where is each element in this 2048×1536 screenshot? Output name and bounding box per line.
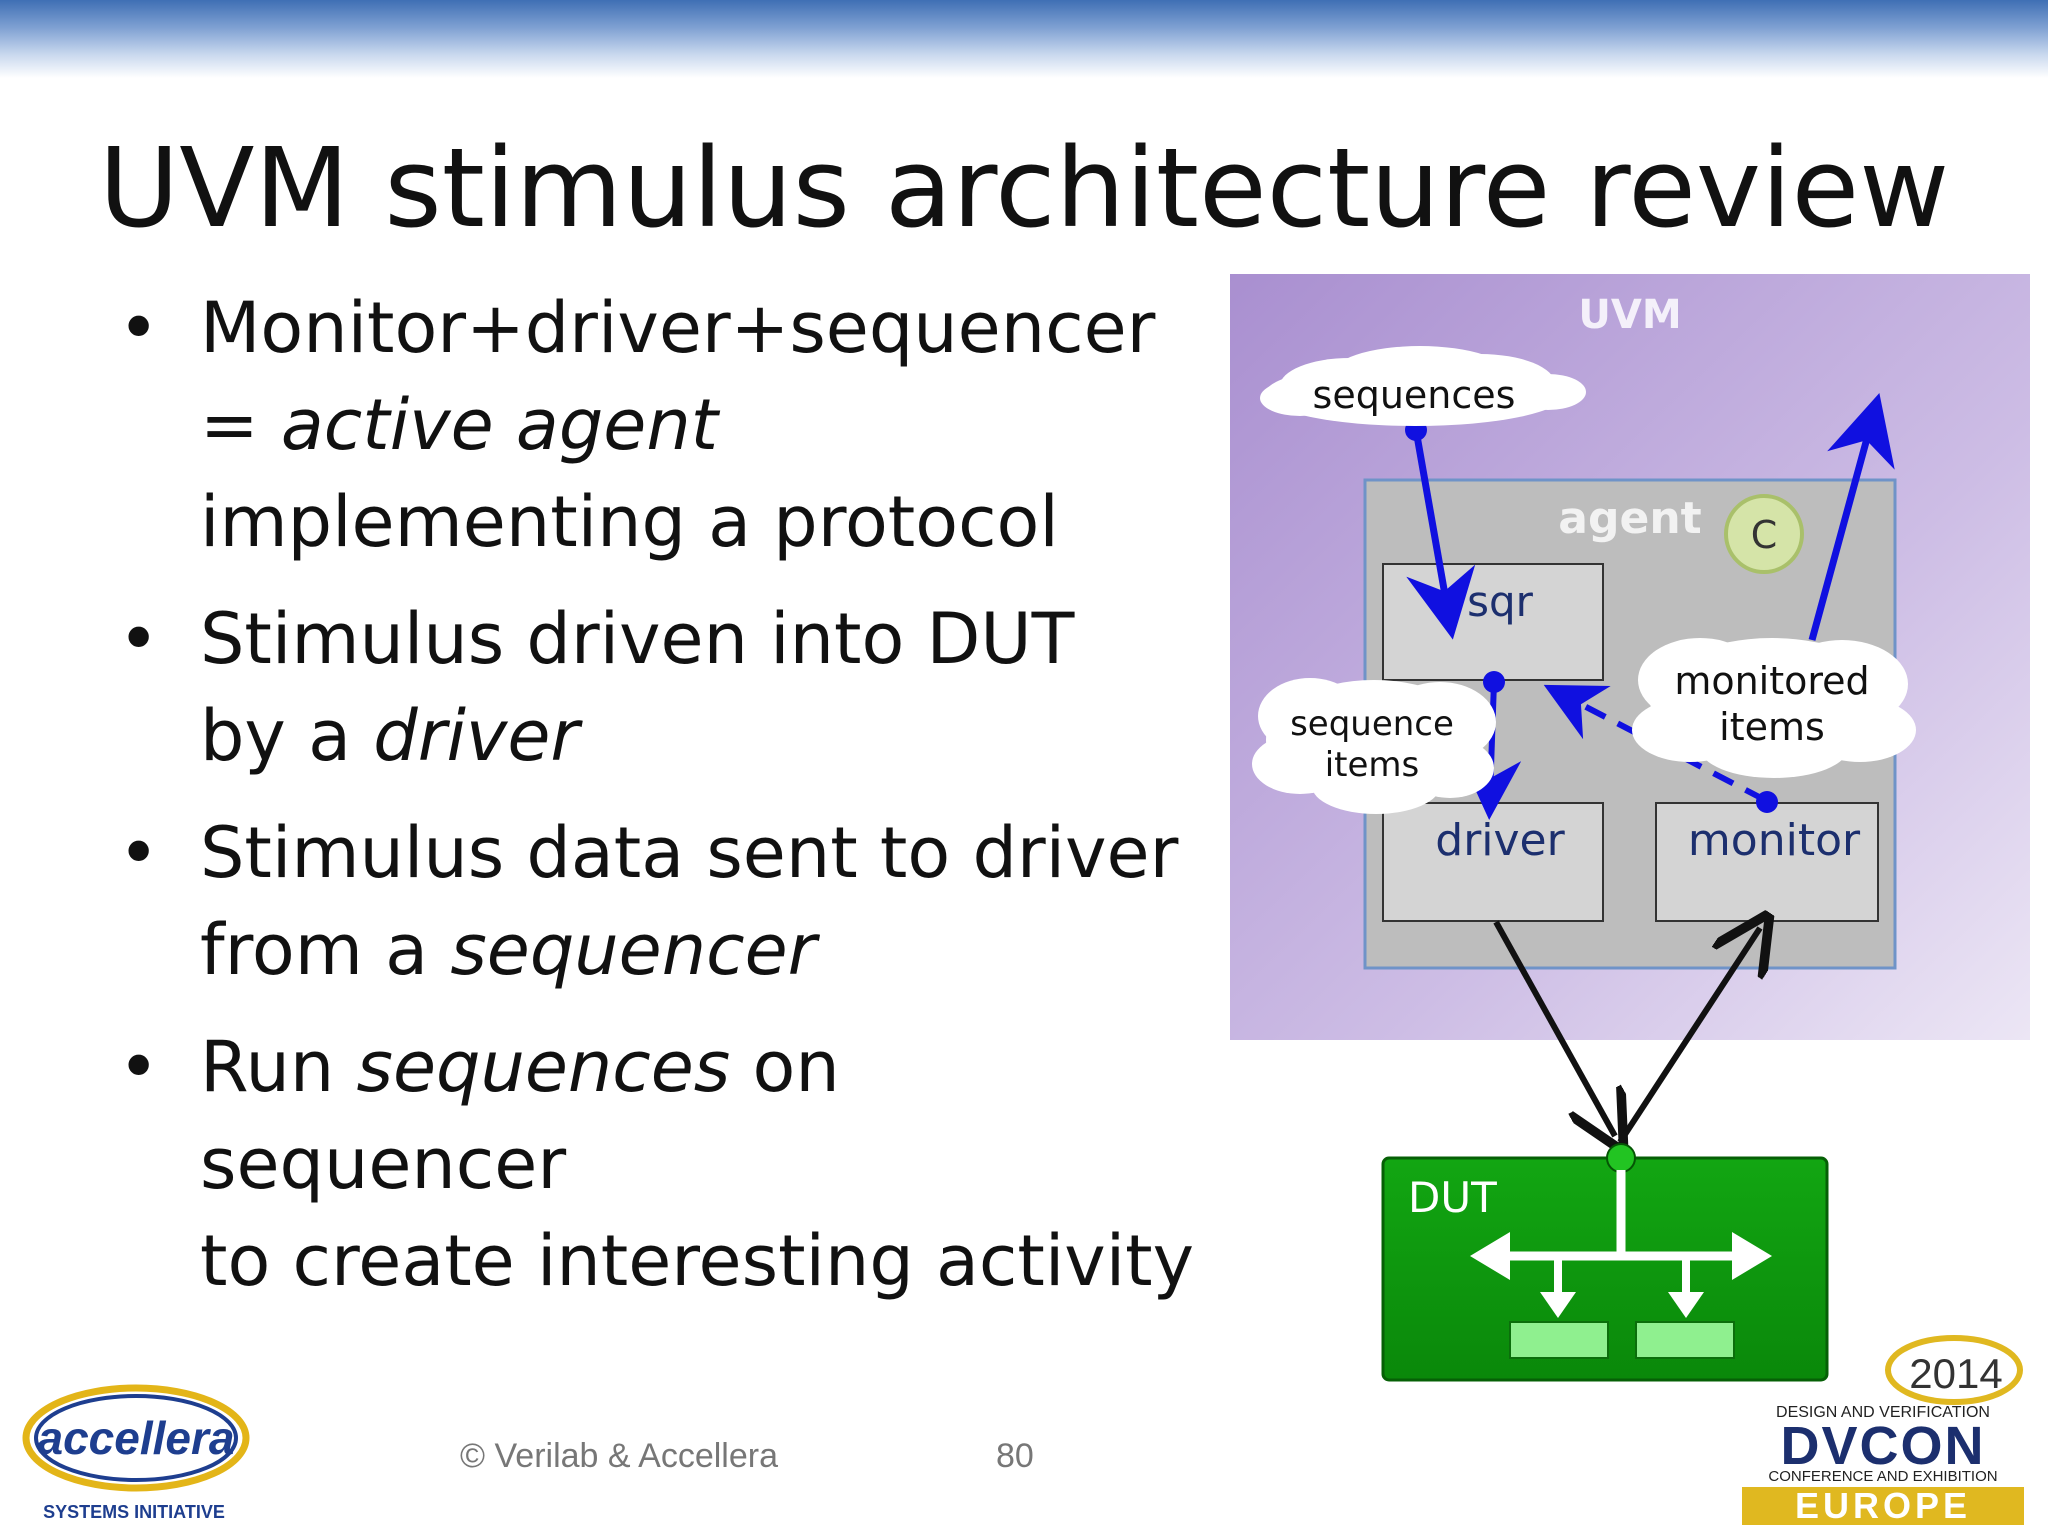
- dvcon-europe-logo: 2014 DESIGN AND VERIFICATION DVCON CONFE…: [1742, 1335, 2024, 1526]
- dut-sub-arrow-right-icon: [1668, 1292, 1704, 1318]
- page-number: 80: [996, 1437, 1034, 1475]
- monitored-items-cloud-line1: monitored: [1674, 659, 1869, 703]
- dut-to-monitor-arrow: [1617, 928, 1760, 1144]
- monitored-items-cloud-line2: items: [1719, 705, 1825, 749]
- bullet-text: by a: [200, 695, 374, 777]
- footer-copyright: © Verilab & Accellera: [460, 1437, 778, 1475]
- bullet-text: from a: [200, 909, 451, 991]
- bullet-line: Monitor+driver+sequencer: [200, 280, 1218, 377]
- driver-to-dut-arrow: [1493, 920, 1615, 1136]
- bullet-line: from a sequencer: [200, 902, 1218, 999]
- accellera-logo-name: accellera: [38, 1412, 235, 1464]
- monitored-items-cloud: monitored items: [1632, 638, 1916, 778]
- dut-sub-block-right: [1635, 1321, 1735, 1359]
- dvcon-logo-line2: CONFERENCE AND EXHIBITION: [1768, 1468, 1997, 1485]
- bullet-line: implementing a protocol: [200, 474, 1218, 571]
- dvcon-logo-line1: DESIGN AND VERIFICATION: [1776, 1404, 1990, 1421]
- monitor-box: [1655, 802, 1879, 922]
- bullet-text: to create interesting activity: [200, 1220, 1195, 1302]
- sqr-label: sqr: [1467, 577, 1534, 626]
- dvcon-logo-name: DVCON: [1780, 1416, 1985, 1476]
- bullet-text: Run: [200, 1026, 357, 1108]
- bullet-line: Stimulus data sent to driver: [200, 805, 1218, 902]
- sequences-cloud: sequences: [1260, 346, 1586, 426]
- monitor-label: monitor: [1688, 815, 1861, 866]
- dut-block: DUT: [1381, 1143, 1829, 1382]
- driver-label: driver: [1435, 815, 1565, 866]
- bullet-text: =: [200, 384, 281, 466]
- dut-port-icon: [1606, 1143, 1636, 1173]
- bullet-list: Monitor+driver+sequencer= active agentim…: [118, 280, 1218, 1330]
- bullet-text: Monitor+driver+sequencer: [200, 287, 1156, 369]
- bullet-line: Stimulus driven into DUT: [200, 591, 1218, 688]
- bullet-line: by a driver: [200, 688, 1218, 785]
- bullet-item: Monitor+driver+sequencer= active agentim…: [118, 280, 1218, 571]
- agent-label: agent: [1558, 493, 1701, 544]
- component-badge-label: C: [1751, 513, 1778, 557]
- dut-bus-right-arrow-icon: [1732, 1232, 1772, 1280]
- dvcon-logo-region: EUROPE: [1795, 1485, 1971, 1526]
- sqr-port-dot: [1483, 671, 1505, 693]
- uvm-label: UVM: [1578, 292, 1681, 338]
- sequence-items-cloud: sequence items: [1252, 678, 1496, 814]
- sequences-cloud-label: sequences: [1313, 373, 1516, 417]
- bullet-text: on sequencer: [200, 1026, 840, 1205]
- header-band: [0, 0, 2048, 78]
- accellera-logo-tagline: SYSTEMS INITIATIVE: [43, 1502, 225, 1522]
- monitor-port-dot: [1756, 791, 1778, 813]
- bullet-line: = active agent: [200, 377, 1218, 474]
- bullet-line: Run sequences on sequencer: [200, 1019, 1218, 1213]
- bullet-text: Stimulus driven into DUT: [200, 598, 1075, 680]
- bullet-text: Stimulus data sent to driver: [200, 812, 1179, 894]
- dut-label: DUT: [1408, 1173, 1497, 1222]
- dut-sub-block-left: [1509, 1321, 1609, 1359]
- bullet-emphasis: sequences: [356, 1026, 731, 1108]
- accellera-logo: accellera SYSTEMS INITIATIVE: [22, 1384, 250, 1522]
- dut-sub-arrow-left-icon: [1540, 1292, 1576, 1318]
- sequence-items-cloud-line2: items: [1325, 745, 1420, 785]
- sequence-items-cloud-line1: sequence: [1290, 704, 1454, 744]
- bullet-line: to create interesting activity: [200, 1213, 1218, 1310]
- component-badge-icon: [1724, 494, 1804, 574]
- bullet-text: implementing a protocol: [200, 481, 1059, 563]
- bullet-emphasis: active agent: [280, 384, 719, 466]
- bullet-emphasis: driver: [373, 695, 580, 777]
- dut-bus-left-arrow-icon: [1470, 1232, 1510, 1280]
- monitor-out-arrow: [1808, 392, 1895, 641]
- dvcon-logo-year: 2014: [1909, 1350, 2002, 1397]
- sequences-to-sqr-arrow: [1406, 429, 1476, 640]
- bullet-emphasis: sequencer: [450, 909, 817, 991]
- driver-box: [1382, 802, 1604, 922]
- slide-title: UVM stimulus architecture review: [98, 124, 1950, 252]
